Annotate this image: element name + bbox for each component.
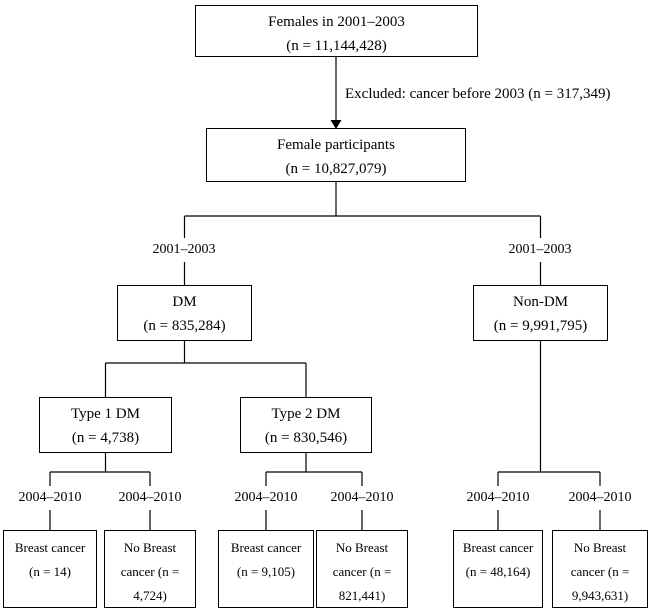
followup-label-4: 2004–2010 — [330, 490, 394, 505]
box-label: Type 2 DM — [271, 406, 341, 422]
followup-label-3: 2004–2010 — [234, 490, 298, 505]
box-label: Type 1 DM — [71, 406, 140, 422]
box-count: (n = 10,827,079) — [285, 161, 387, 177]
flow-box-type1-no-breast-cancer: No Breast cancer (n = 4,724) — [104, 530, 196, 608]
box-label: Breast cancer — [230, 540, 302, 555]
box-label: No Breast — [123, 540, 177, 555]
box-count: (n = 48,164) — [465, 564, 531, 579]
box-label: Breast cancer — [14, 540, 86, 555]
box-count: (n = 9,991,795) — [493, 318, 588, 334]
arrowhead-down-icon — [330, 120, 342, 129]
box-label: Females in 2001–2003 — [268, 14, 405, 30]
excluded-note: Excluded: cancer before 2003 (n = 317,34… — [345, 86, 611, 102]
box-label: cancer (n = — [120, 564, 180, 579]
flow-box-non-dm: Non-DM (n = 9,991,795) — [473, 285, 608, 341]
box-count: (n = 14) — [29, 564, 71, 579]
flow-box-type2-no-breast-cancer: No Breast cancer (n = 821,441) — [316, 530, 408, 608]
box-count: (n = 835,284) — [143, 318, 226, 334]
flow-box-type2-breast-cancer: Breast cancer (n = 9,105) — [218, 530, 314, 608]
box-count: (n = 11,144,428) — [286, 38, 387, 54]
flow-box-type1-dm: Type 1 DM (n = 4,738) — [39, 397, 172, 453]
flow-box-nondm-breast-cancer: Breast cancer (n = 48,164) — [453, 530, 543, 608]
followup-label-5: 2004–2010 — [466, 490, 530, 505]
box-label: DM — [172, 294, 197, 310]
flow-box-dm: DM (n = 835,284) — [117, 285, 252, 341]
period-label-right: 2001–2003 — [508, 242, 572, 257]
box-label: cancer (n = — [570, 564, 630, 579]
followup-label-1: 2004–2010 — [18, 490, 82, 505]
flow-box-females: Females in 2001–2003 (n = 11,144,428) — [195, 5, 478, 57]
flow-box-type1-breast-cancer: Breast cancer (n = 14) — [3, 530, 97, 608]
box-label: No Breast — [573, 540, 627, 555]
followup-label-6: 2004–2010 — [568, 490, 632, 505]
box-count: 821,441) — [338, 588, 386, 603]
flow-box-participants: Female participants (n = 10,827,079) — [206, 128, 466, 182]
box-label: Breast cancer — [462, 540, 534, 555]
period-label-left: 2001–2003 — [152, 242, 216, 257]
box-count: 9,943,631) — [571, 588, 629, 603]
box-count: 4,724) — [133, 588, 167, 603]
flow-box-type2-dm: Type 2 DM (n = 830,546) — [240, 397, 372, 453]
followup-label-2: 2004–2010 — [118, 490, 182, 505]
box-label: Non-DM — [513, 294, 568, 310]
flow-box-nondm-no-breast-cancer: No Breast cancer (n = 9,943,631) — [552, 530, 648, 608]
box-count: (n = 4,738) — [71, 430, 140, 446]
box-label: cancer (n = — [332, 564, 392, 579]
box-label: Female participants — [277, 137, 395, 153]
box-count: (n = 9,105) — [236, 564, 296, 579]
box-label: No Breast — [335, 540, 389, 555]
box-count: (n = 830,546) — [264, 430, 348, 446]
